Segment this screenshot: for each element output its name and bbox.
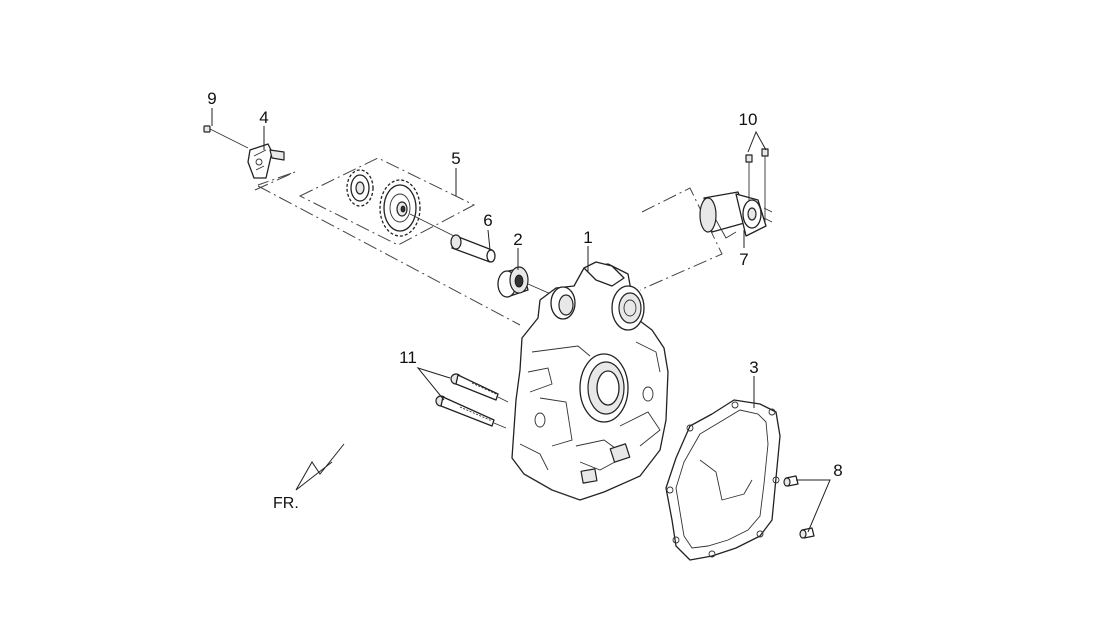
crankcase-part-1 [511,261,669,501]
callout-4: 4 [259,108,268,127]
dowels-part-8 [783,475,815,539]
bearing-part-2 [497,266,561,299]
front-marker-label: FR. [273,495,299,512]
callout-6: 6 [483,211,492,230]
callout-5: 5 [451,149,460,168]
callout-10: 10 [739,110,758,129]
shaft-part-6 [409,213,496,263]
bolts-part-11 [435,373,509,429]
callout-1: 1 [583,228,592,247]
leader-lines [211,108,831,533]
callout-11: 11 [399,348,417,367]
gear-set-part-5 [346,169,421,237]
callout-7: 7 [739,250,748,269]
bracket-part-4 [247,143,285,179]
screw-part-9 [203,125,249,149]
assembly-guide-lines [254,157,723,326]
callout-8: 8 [833,461,842,480]
small-gear [346,169,374,207]
callout-2: 2 [513,230,522,249]
large-gear [379,179,421,237]
front-direction-arrow [295,443,345,491]
gasket-part-3 [665,399,781,561]
callout-3: 3 [749,358,758,377]
starter-part-7 [699,191,773,239]
callout-9: 9 [207,89,216,108]
